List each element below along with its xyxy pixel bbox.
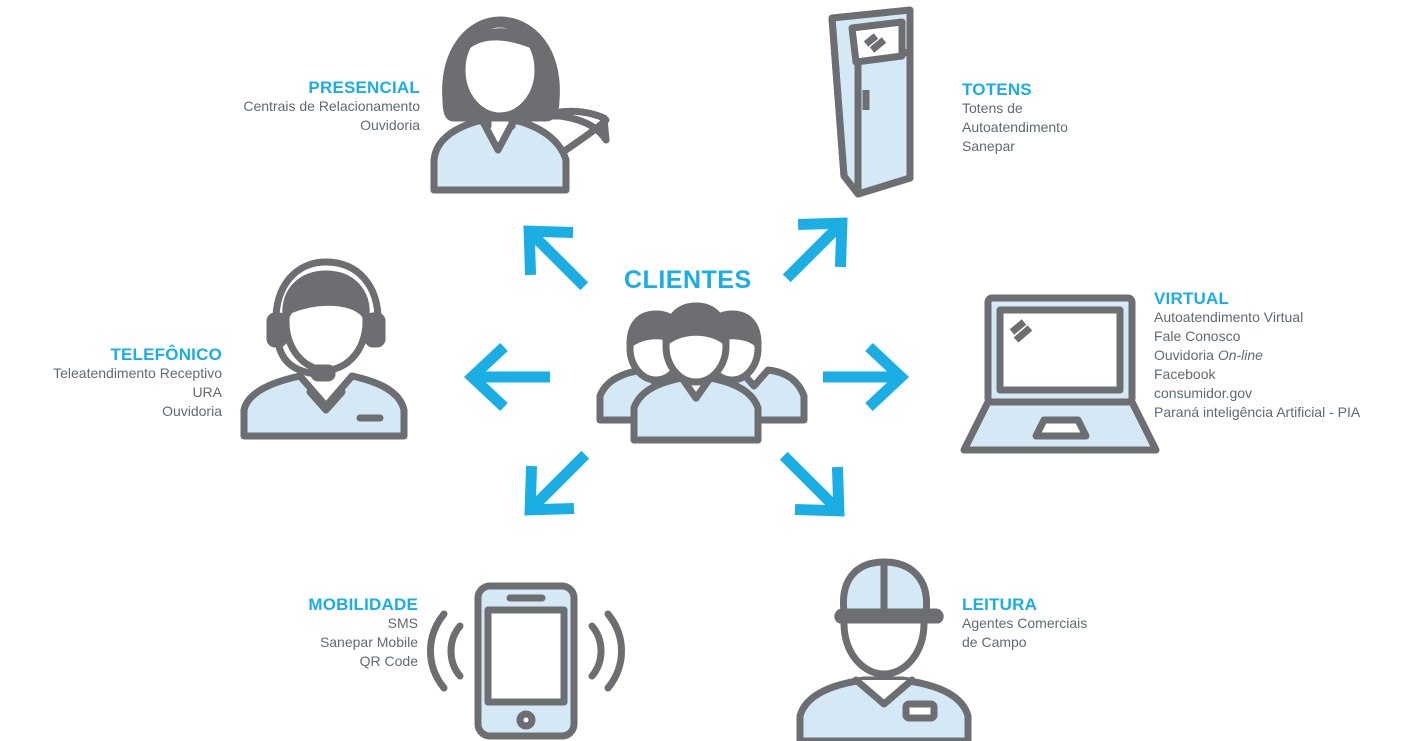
arrow-to-presencial: [508, 210, 606, 308]
channel-title: TELEFÔNICO: [110, 345, 222, 364]
channel-totens: TOTENS Totens de Autoatendimento Sanepar: [962, 80, 1162, 156]
channel-line: Totens de: [962, 100, 1023, 116]
channel-title: MOBILIDADE: [308, 595, 418, 614]
channel-title: VIRTUAL: [1154, 289, 1230, 308]
channel-line: Ouvidoria: [360, 117, 420, 133]
center-title: CLIENTES: [624, 266, 752, 294]
channel-line: SMS: [387, 615, 418, 631]
arrow-to-telefonico: [472, 347, 550, 407]
channel-line: Ouvidoria: [162, 403, 222, 419]
channel-title: TOTENS: [962, 80, 1032, 99]
channel-line: Ouvidoria On-line: [1154, 346, 1416, 365]
woman-attendant-icon: [430, 16, 610, 194]
channel-line: Fale Conosco: [1154, 328, 1241, 344]
kiosk-icon: [828, 6, 914, 198]
channel-line: de Campo: [962, 634, 1027, 650]
channel-virtual: VIRTUAL Autoatendimento Virtual Fale Con…: [1154, 289, 1416, 422]
channel-line: Facebook: [1154, 366, 1216, 382]
channel-line: Sanepar Mobile: [319, 634, 418, 650]
meter-reader-icon: [796, 558, 972, 741]
arrow-to-mobilidade: [509, 434, 607, 532]
channel-line: Agentes Comerciais: [962, 615, 1088, 631]
channel-line: Centrais de Relacionamento: [243, 98, 420, 114]
channel-line: Paraná inteligência Artificial - PIA: [1154, 404, 1361, 420]
channel-line: Teleatendimento Receptivo: [53, 365, 222, 381]
channel-title: LEITURA: [962, 595, 1038, 614]
arrow-to-virtual: [823, 347, 901, 407]
laptop-icon: [960, 294, 1160, 454]
customers-group-icon: [596, 302, 808, 444]
channel-line: consumidor.gov: [1154, 385, 1253, 401]
channel-line: Autoatendimento: [962, 119, 1068, 135]
channel-leitura: LEITURA Agentes Comerciais de Campo: [962, 595, 1162, 652]
channel-line-italic: On-line: [1217, 347, 1263, 363]
channel-line: Autoatendimento Virtual: [1154, 309, 1304, 325]
channel-line: URA: [192, 384, 222, 400]
channel-line-text: Ouvidoria: [1154, 347, 1214, 363]
channel-telefonico: TELEFÔNICO Teleatendimento Receptivo URA…: [0, 345, 222, 421]
channel-mobilidade: MOBILIDADE SMS Sanepar Mobile QR Code: [240, 595, 418, 671]
channel-presencial: PRESENCIAL Centrais de Relacionamento Ou…: [166, 78, 420, 135]
channel-line: QR Code: [359, 653, 418, 669]
smartphone-icon: [427, 582, 625, 740]
channel-title: PRESENCIAL: [308, 78, 420, 97]
headset-operator-icon: [240, 258, 408, 440]
channel-line: Sanepar: [962, 138, 1015, 154]
arrow-to-totens: [766, 202, 864, 300]
arrow-to-leitura: [763, 435, 861, 533]
